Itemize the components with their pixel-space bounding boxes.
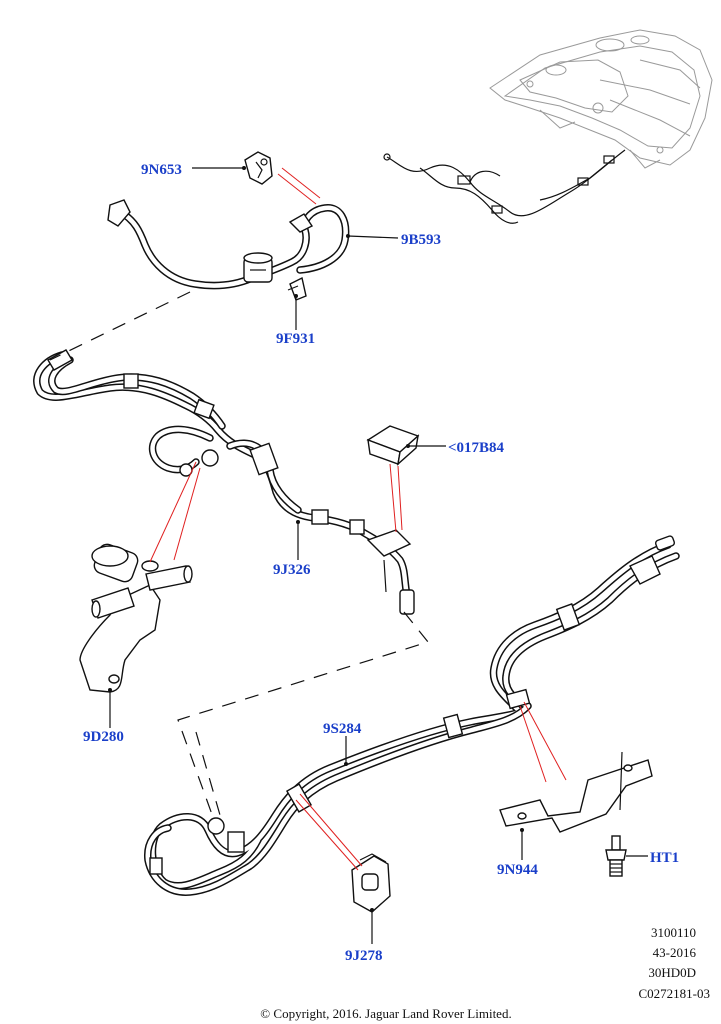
- connection-dashed-lines: [49, 291, 430, 823]
- highlight-lines: [149, 167, 567, 871]
- hose-assembly-9B593[interactable]: [107, 199, 350, 290]
- clip-9N653[interactable]: [244, 151, 273, 185]
- clip-9J278[interactable]: [351, 853, 391, 913]
- callout-9S284[interactable]: 9S284: [323, 721, 362, 737]
- stud-HT1[interactable]: [605, 835, 627, 877]
- bracket-9N944[interactable]: [499, 751, 653, 833]
- info-line-3: 30HD0D: [648, 965, 696, 980]
- bracket-9F931[interactable]: [287, 276, 307, 301]
- pipe-assembly-9J326[interactable]: [33, 349, 415, 615]
- callout-9N653[interactable]: 9N653: [141, 162, 182, 178]
- callout-9F931[interactable]: 9F931: [276, 331, 315, 347]
- callout-9B593[interactable]: 9B593: [401, 232, 441, 248]
- info-line-1: 3100110: [651, 925, 696, 940]
- callout-017B84[interactable]: <017B84: [448, 440, 505, 456]
- callout-9N944[interactable]: 9N944: [497, 862, 538, 878]
- callout-9J326[interactable]: 9J326: [273, 562, 311, 578]
- callout-HT1[interactable]: HT1: [650, 850, 679, 866]
- valve-bracket-9D280[interactable]: [79, 542, 193, 693]
- leader-lines: [108, 166, 648, 944]
- fuel-tank-context-illustration: [383, 29, 713, 224]
- callout-9D280[interactable]: 9D280: [83, 729, 124, 745]
- pipe-assembly-9S284[interactable]: [144, 535, 680, 896]
- info-line-4: C0272181-03: [639, 986, 711, 1001]
- copyright-notice: © Copyright, 2016. Jaguar Land Rover Lim…: [260, 1006, 511, 1021]
- callout-9J278[interactable]: 9J278: [345, 948, 383, 964]
- info-line-2: 43-2016: [653, 945, 697, 960]
- foam-pad-017B84[interactable]: [366, 425, 420, 466]
